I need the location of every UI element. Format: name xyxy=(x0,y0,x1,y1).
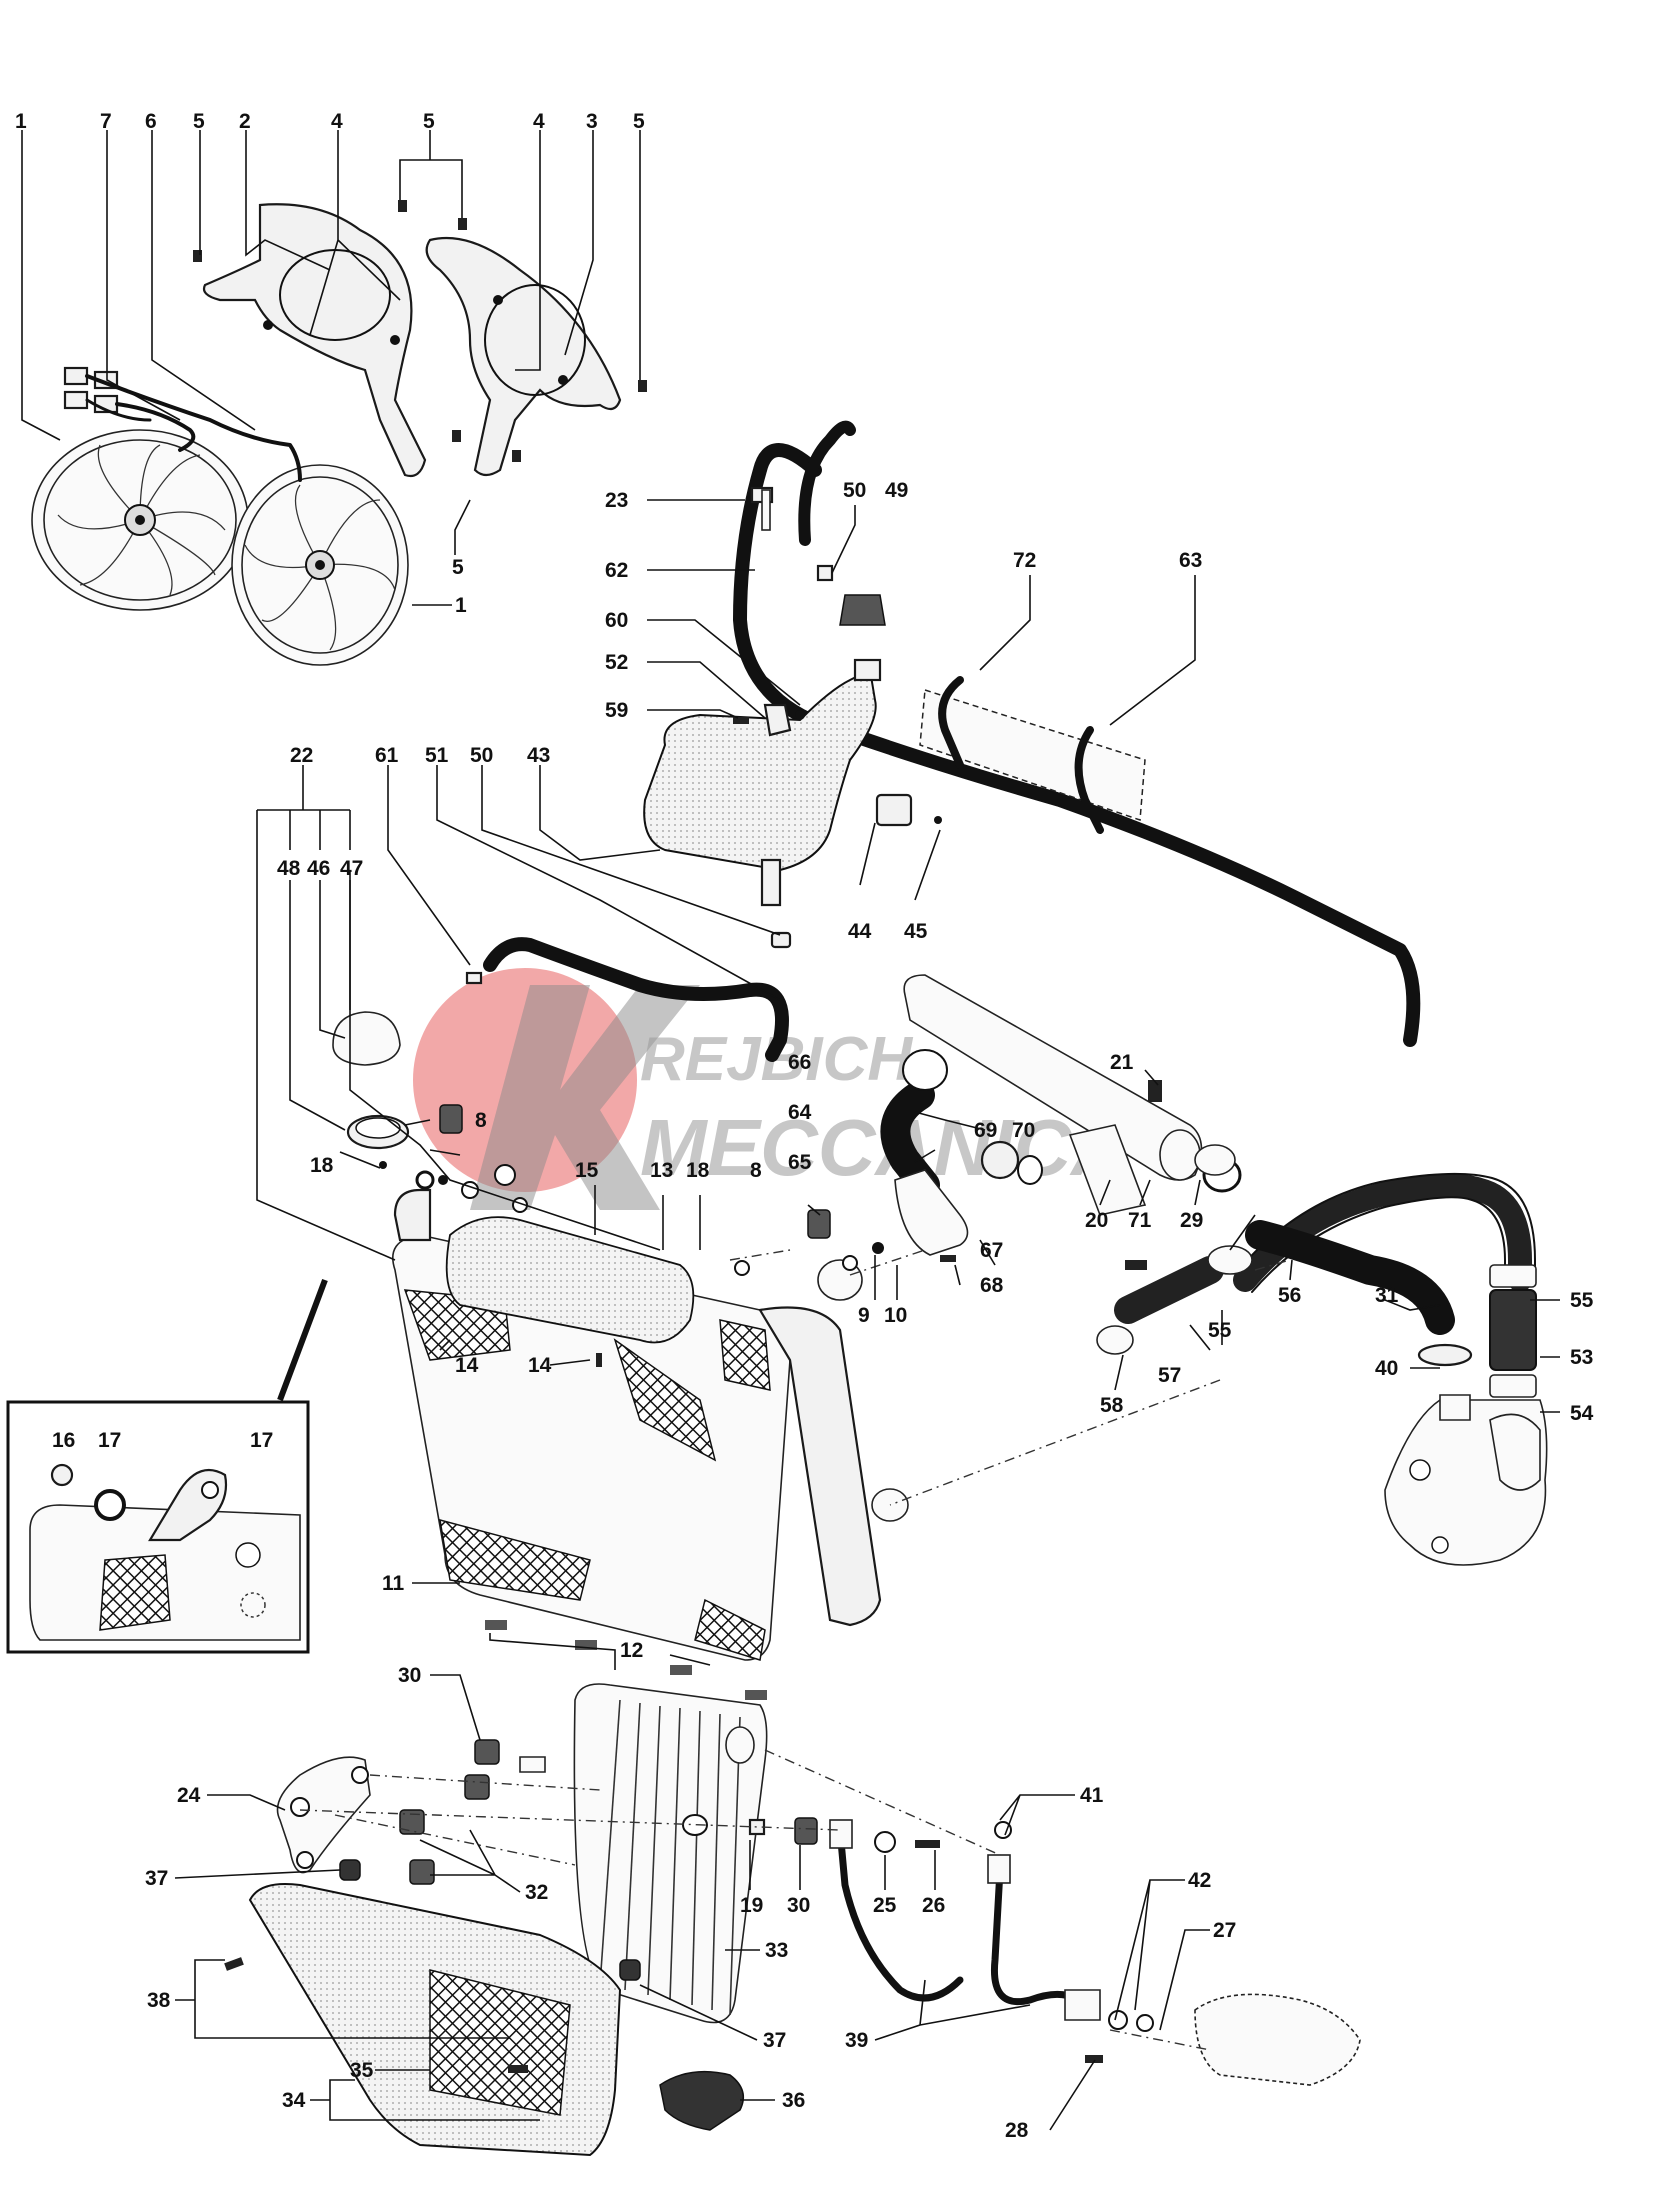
callout-52: 52 xyxy=(605,651,628,674)
callout-54: 54 xyxy=(1570,1402,1594,1425)
expansion-tank-group xyxy=(643,420,1421,1047)
callout-32: 32 xyxy=(525,1881,548,1904)
callout-2: 2 xyxy=(239,110,251,133)
callout-29: 29 xyxy=(1180,1209,1203,1232)
callout-16: 16 xyxy=(52,1429,75,1452)
callout-10: 10 xyxy=(884,1304,907,1327)
callout-5-c: 5 xyxy=(633,110,645,133)
callout-19: 19 xyxy=(740,1894,763,1917)
callout-58: 58 xyxy=(1100,1394,1124,1417)
callout-30-b: 30 xyxy=(787,1894,810,1917)
callout-66: 66 xyxy=(788,1051,811,1074)
fan-brackets xyxy=(193,200,647,478)
callout-30-a: 30 xyxy=(398,1664,421,1687)
callout-17-a: 17 xyxy=(98,1429,121,1452)
callout-27: 27 xyxy=(1213,1919,1236,1942)
callout-72: 72 xyxy=(1013,549,1036,572)
callout-28: 28 xyxy=(1005,2119,1029,2142)
callout-18-b: 18 xyxy=(686,1159,710,1182)
callout-41: 41 xyxy=(1080,1784,1104,1807)
callout-55-a: 55 xyxy=(1570,1289,1594,1312)
callout-48: 48 xyxy=(277,857,301,880)
callout-6: 6 xyxy=(145,110,157,133)
callout-50-a: 50 xyxy=(843,479,866,502)
callout-46: 46 xyxy=(307,857,330,880)
callout-11: 11 xyxy=(382,1572,405,1595)
callout-45: 45 xyxy=(904,920,928,943)
callout-21: 21 xyxy=(1110,1051,1134,1074)
callout-65: 65 xyxy=(788,1151,812,1174)
callout-18-a: 18 xyxy=(310,1154,334,1177)
callout-1-a: 1 xyxy=(15,110,27,133)
overflow-hose xyxy=(465,937,789,1062)
callout-14-a: 14 xyxy=(455,1354,479,1377)
callout-35: 35 xyxy=(350,2059,374,2082)
callout-33: 33 xyxy=(765,1939,788,1962)
callout-25: 25 xyxy=(873,1894,897,1917)
callout-5-b: 5 xyxy=(423,110,435,133)
callout-68: 68 xyxy=(980,1274,1004,1297)
callout-50-b: 50 xyxy=(470,744,493,767)
callout-1-b: 1 xyxy=(455,594,467,617)
callout-49: 49 xyxy=(885,479,908,502)
callout-34: 34 xyxy=(282,2089,306,2112)
callout-23: 23 xyxy=(605,489,628,512)
radiator-fans xyxy=(31,366,409,666)
callout-56: 56 xyxy=(1278,1284,1301,1307)
callout-71: 71 xyxy=(1128,1209,1152,1232)
callout-59: 59 xyxy=(605,699,628,722)
callout-8-b: 8 xyxy=(750,1159,762,1182)
callout-24: 24 xyxy=(177,1784,201,1807)
water-pump-hoses xyxy=(1096,1144,1548,1566)
callout-4-b: 4 xyxy=(533,110,545,133)
leader-lines xyxy=(21,130,1560,2131)
callout-63: 63 xyxy=(1179,549,1202,572)
callout-5-a: 5 xyxy=(193,110,205,133)
callout-15: 15 xyxy=(575,1159,599,1182)
callout-67: 67 xyxy=(980,1239,1003,1262)
thermostat-pipes xyxy=(379,974,1242,1271)
callout-5-d: 5 xyxy=(452,556,464,579)
callout-9: 9 xyxy=(858,1304,870,1327)
callout-37-a: 37 xyxy=(145,1867,168,1890)
callout-53: 53 xyxy=(1570,1346,1593,1369)
callout-17-b: 17 xyxy=(250,1429,273,1452)
callout-55-b: 55 xyxy=(1208,1319,1232,1342)
callout-4-a: 4 xyxy=(331,110,343,133)
callout-70: 70 xyxy=(1012,1119,1035,1142)
callout-labels: 1 7 6 5 2 4 5 4 3 5 5 1 23 50 49 62 72 6… xyxy=(15,110,1594,2142)
callout-12: 12 xyxy=(620,1639,643,1662)
callout-13: 13 xyxy=(650,1159,673,1182)
callout-40: 40 xyxy=(1375,1357,1398,1380)
alignment-lines xyxy=(299,1249,1291,2051)
callout-61: 61 xyxy=(375,744,399,767)
callout-44: 44 xyxy=(848,920,872,943)
callout-8-a: 8 xyxy=(475,1109,487,1132)
callout-3: 3 xyxy=(586,110,598,133)
callout-51: 51 xyxy=(425,744,449,767)
callout-42: 42 xyxy=(1188,1869,1211,1892)
detail-inset xyxy=(6,1278,328,1654)
callout-37-b: 37 xyxy=(763,2029,786,2052)
callout-57: 57 xyxy=(1158,1364,1181,1387)
callout-20: 20 xyxy=(1085,1209,1108,1232)
callout-36: 36 xyxy=(782,2089,805,2112)
callout-43: 43 xyxy=(527,744,550,767)
callout-38: 38 xyxy=(147,1989,171,2012)
oil-cooler-group xyxy=(224,1683,1361,2157)
callout-64: 64 xyxy=(788,1101,812,1124)
watermark-k-glyph xyxy=(470,985,700,1210)
callout-47: 47 xyxy=(340,857,363,880)
callout-31: 31 xyxy=(1375,1284,1399,1307)
callout-62: 62 xyxy=(605,559,628,582)
callout-7: 7 xyxy=(100,110,112,133)
callout-69: 69 xyxy=(974,1119,997,1142)
callout-26: 26 xyxy=(922,1894,945,1917)
main-radiator xyxy=(392,1164,909,1700)
callout-22: 22 xyxy=(290,744,313,767)
callout-39: 39 xyxy=(845,2029,868,2052)
callout-60: 60 xyxy=(605,609,628,632)
callout-14-b: 14 xyxy=(528,1354,552,1377)
